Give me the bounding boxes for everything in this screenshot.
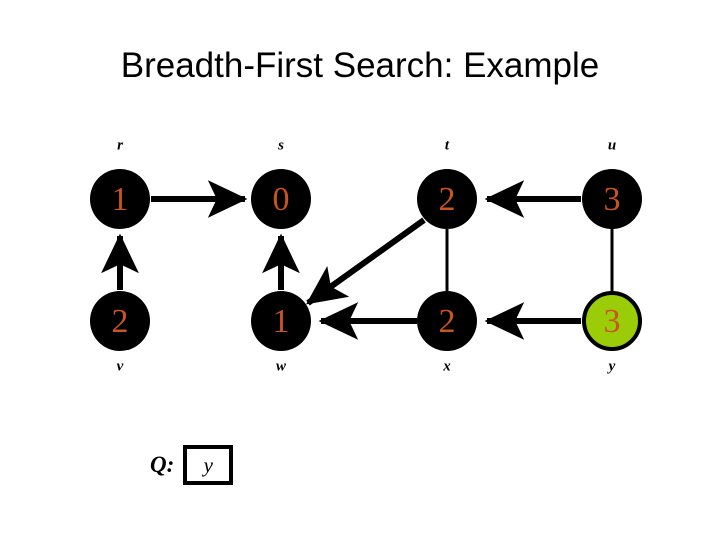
queue-label: Q: (150, 452, 175, 477)
node-label-u: u (607, 137, 617, 154)
node-label-x: x (443, 358, 451, 375)
node-layer (90, 169, 642, 351)
node-t[interactable] (417, 169, 477, 229)
node-x[interactable] (417, 291, 477, 351)
queue-display: Q: y (150, 440, 234, 490)
node-label-r: r (117, 137, 123, 154)
node-label-y: y (608, 358, 616, 375)
node-v[interactable] (90, 291, 150, 351)
node-s[interactable] (251, 169, 311, 229)
queue-item: y (203, 452, 213, 477)
node-u[interactable] (582, 169, 642, 229)
node-label-t: t (444, 137, 450, 154)
node-label-s: s (278, 137, 284, 154)
page-title: Breadth-First Search: Example (120, 46, 600, 85)
edge-layer (101, 180, 614, 340)
node-y[interactable] (582, 291, 642, 351)
queue-box: y (183, 445, 234, 485)
node-r[interactable] (90, 169, 150, 229)
node-w[interactable] (251, 291, 311, 351)
edge-t-w (306, 217, 426, 306)
node-label-w: w (275, 358, 287, 375)
node-label-v: v (116, 358, 124, 375)
